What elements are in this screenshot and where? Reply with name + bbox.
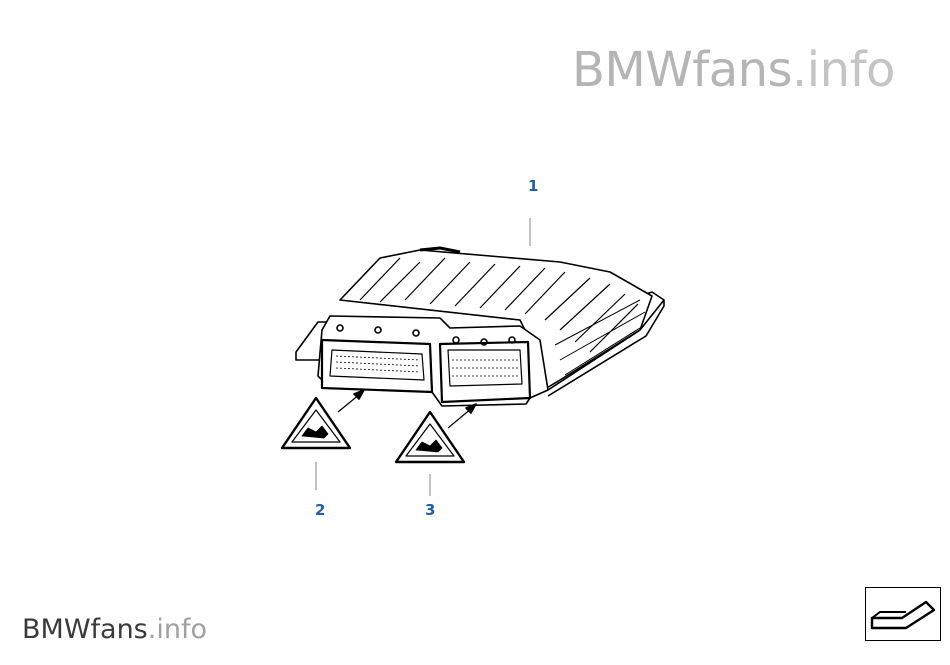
connector-right (438, 340, 532, 404)
watermark-top: BMWfans.info (572, 42, 895, 98)
callout-1[interactable]: 1 (528, 177, 539, 195)
return-button[interactable] (865, 587, 941, 641)
watermark-top-brand: BMWfans (572, 42, 793, 98)
watermark-top-ext: .info (792, 42, 895, 98)
connector-left (320, 338, 434, 394)
esd-warning-triangle-icon (280, 396, 352, 450)
callout-3[interactable]: 3 (425, 501, 436, 519)
esd-warning-triangle-icon-2 (394, 410, 466, 464)
watermark-bottom-brand: BMWfans (22, 614, 148, 645)
cooling-fins (359, 257, 639, 353)
watermark-bottom-ext: .info (147, 614, 207, 645)
return-arrow-icon (870, 600, 936, 630)
callout-2[interactable]: 2 (315, 501, 326, 519)
watermark-bottom: BMWfans.info (22, 614, 207, 645)
